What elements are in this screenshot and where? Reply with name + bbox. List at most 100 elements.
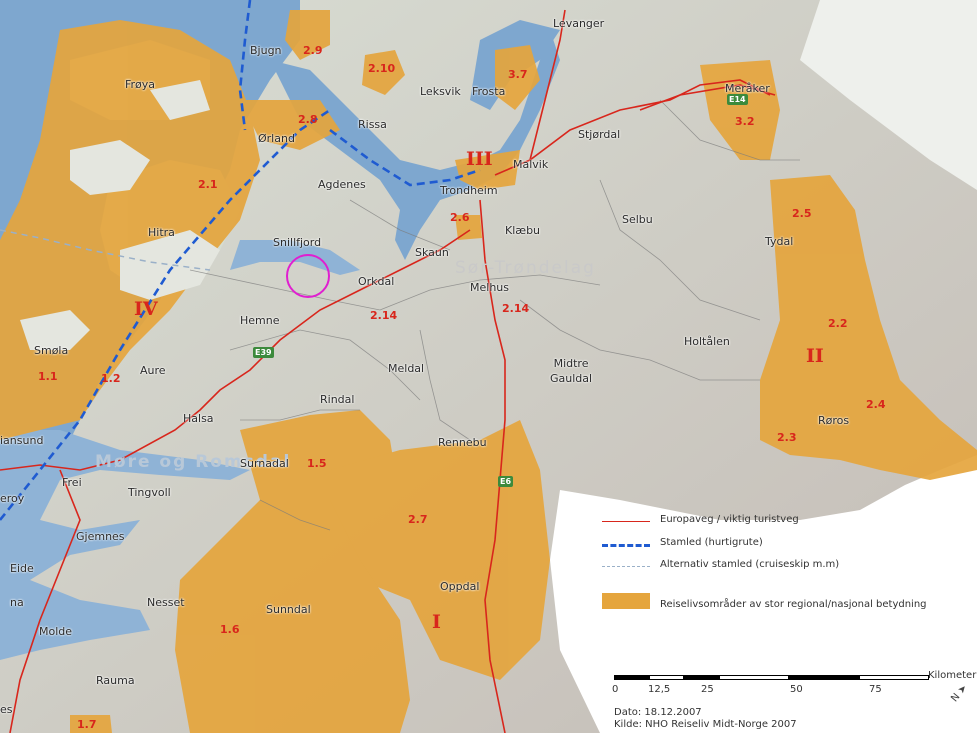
- place-label: Holtålen: [684, 335, 730, 348]
- zone-number: 1.7: [77, 718, 97, 731]
- zone-number: 2.10: [368, 62, 396, 75]
- place-label: Frei: [62, 476, 82, 489]
- place-label: Bjugn: [250, 44, 282, 57]
- highlight-circle: [286, 254, 330, 298]
- place-label: eroy: [0, 492, 25, 505]
- place-label: Selbu: [622, 213, 653, 226]
- legend-label: Europaveg / viktig turistveg: [660, 514, 799, 525]
- zone-number: 2.4: [866, 398, 886, 411]
- zone-number: 2.14: [502, 302, 530, 315]
- outside-area: [550, 455, 977, 733]
- legend-item-alt-stamled: Alternativ stamled (cruiseskip m.m): [596, 557, 976, 577]
- place-label: Malvik: [513, 158, 549, 171]
- roman-label: III: [466, 148, 493, 170]
- place-label: Hemne: [240, 314, 280, 327]
- region-label-more-romsdal: Møre og Romsdal: [95, 452, 292, 472]
- place-label: Halsa: [183, 412, 214, 425]
- zone-1-7: [70, 715, 112, 733]
- place-label: es: [0, 703, 13, 716]
- hurtigrute-route: [0, 0, 481, 521]
- zone-3-7: [495, 45, 540, 110]
- place-label: Klæbu: [505, 224, 541, 237]
- legend-label: Alternativ stamled (cruiseskip m.m): [660, 559, 840, 570]
- zone-number: 2.5: [792, 207, 812, 220]
- scale-segment: [614, 675, 649, 680]
- road-shield: E14: [727, 94, 748, 105]
- road-e39: [0, 229, 471, 471]
- scale-segment: [719, 675, 789, 680]
- place-label: Frøya: [125, 78, 156, 91]
- place-label: Trondheim: [440, 184, 498, 197]
- scale-tick: 0: [612, 684, 619, 695]
- road-levanger: [529, 9, 566, 161]
- place-label: Skaun: [415, 246, 449, 259]
- outside-area-east: [800, 0, 977, 190]
- legend-label: Stamled (hurtigrute): [660, 537, 763, 548]
- place-label: Snillfjord: [273, 236, 322, 249]
- map-credits: Dato: 18.12.2007 Kilde: NHO Reiseliv Mid…: [614, 707, 797, 731]
- road-sw: [9, 469, 81, 733]
- zone-number: 1.1: [38, 370, 58, 383]
- legend-symbol-blue-dashed: [602, 544, 650, 547]
- zone-number: 2.9: [303, 44, 323, 57]
- zone-number: 2.3: [777, 431, 797, 444]
- legend-symbol-gray-dashed: [602, 566, 650, 567]
- place-label: Surnadal: [240, 457, 289, 470]
- zone-number: 2.8: [298, 113, 318, 126]
- zone-iii: [455, 150, 520, 190]
- zone-number: 1.5: [307, 457, 327, 470]
- legend-item-stamled: Stamled (hurtigrute): [596, 535, 976, 555]
- zone-2-8: [240, 100, 340, 150]
- place-label: Leksvik: [420, 85, 461, 98]
- scale-segment: [789, 675, 859, 680]
- place-label: Ørland: [258, 132, 295, 145]
- tourism-zones: [0, 10, 977, 733]
- credits-source: Kilde: NHO Reiseliv Midt-Norge 2007: [614, 719, 797, 730]
- credits-date: Dato: 18.12.2007: [614, 707, 702, 718]
- legend-item-europaveg: Europaveg / viktig turistveg: [596, 512, 976, 532]
- place-label: Smøla: [34, 344, 69, 357]
- legend-symbol-red-line: [602, 521, 650, 522]
- place-label: Røros: [818, 414, 850, 427]
- zone-number: 3.2: [735, 115, 755, 128]
- scale-segment: [859, 675, 929, 680]
- legend-item-reiselivsomrader: Reiselivsområder av stor regional/nasjon…: [596, 593, 976, 617]
- place-label: Frosta: [472, 85, 506, 98]
- roman-label: I: [432, 611, 441, 633]
- scale-tick: 25: [701, 684, 714, 695]
- municipal-borders: [189, 99, 800, 531]
- zone-i-oppdal: [330, 420, 550, 680]
- trondheimsfjord: [270, 30, 560, 260]
- map-legend: Europaveg / viktig turistveg Stamled (hu…: [596, 512, 976, 622]
- place-label: Aure: [140, 364, 166, 377]
- zone-number: 2.2: [828, 317, 848, 330]
- zone-number: 2.1: [198, 178, 218, 191]
- zone-number: 3.7: [508, 68, 528, 81]
- place-label: na: [10, 596, 24, 609]
- place-label: iansund: [0, 434, 44, 447]
- zone-number: 2.14: [370, 309, 398, 322]
- place-label: Levanger: [553, 17, 605, 30]
- roman-label: IV: [134, 298, 158, 320]
- road-e6-south: [479, 199, 506, 733]
- place-label: Midtre Gauldal: [550, 357, 593, 385]
- place-label: Stjørdal: [578, 128, 621, 141]
- scale-tick: 12,5: [648, 684, 671, 695]
- place-label: Rauma: [96, 674, 135, 687]
- place-label: Gjemnes: [76, 530, 125, 543]
- zone-3-2: [700, 60, 780, 160]
- place-label: Meråker: [725, 82, 770, 95]
- zone-number: 1.6: [220, 623, 240, 636]
- place-label: Tingvoll: [128, 486, 171, 499]
- scale-tick: 50: [790, 684, 803, 695]
- scale-segment: [649, 675, 684, 680]
- zone-number: 2.6: [450, 211, 470, 224]
- zone-1-6: [175, 500, 410, 733]
- scale-segment: [684, 675, 719, 680]
- place-label: Tydal: [765, 235, 794, 248]
- zone-ii: [760, 175, 977, 480]
- roman-label: II: [806, 345, 824, 367]
- road-network: [0, 9, 776, 733]
